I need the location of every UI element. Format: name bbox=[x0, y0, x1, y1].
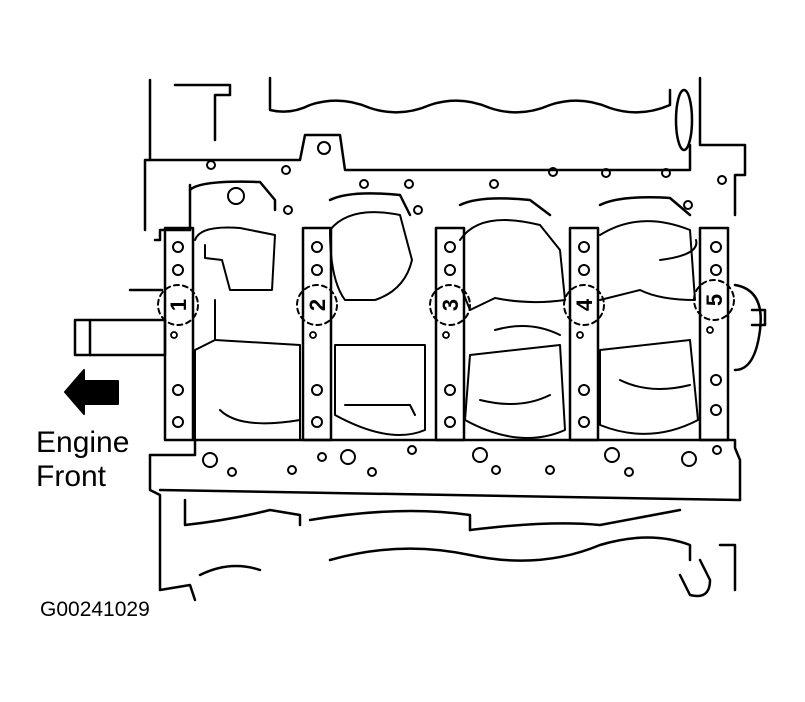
crankshaft-rear-flange bbox=[733, 283, 767, 372]
bearing-cap-3 bbox=[429, 226, 471, 442]
lower-block-outline bbox=[148, 438, 742, 602]
bearing-cap-2 bbox=[296, 226, 338, 442]
bearing-cap-5-number: 5 bbox=[702, 294, 727, 306]
bearing-cap-1 bbox=[157, 226, 199, 442]
bearing-cap-3-number: 3 bbox=[438, 299, 463, 311]
lower-bolt-holes bbox=[202, 445, 722, 477]
upper-block-outline bbox=[128, 76, 747, 292]
bearing-cap-4-number: 4 bbox=[572, 298, 597, 311]
bearing-cap-1-number: 1 bbox=[166, 299, 191, 311]
engine-front-label: Engine Front bbox=[36, 426, 129, 494]
bearing-cap-4 bbox=[563, 226, 605, 442]
crankshaft-front-snout bbox=[73, 318, 167, 357]
upper-bolt-holes bbox=[206, 141, 727, 215]
crankshaft-throws bbox=[194, 211, 699, 441]
left-arrow-icon bbox=[64, 369, 119, 415]
engine-front-label-line2: Front bbox=[36, 460, 107, 493]
bearing-cap-5 bbox=[693, 226, 735, 442]
figure-id: G00241029 bbox=[40, 598, 150, 621]
bearing-cap-2-number: 2 bbox=[305, 299, 330, 311]
engine-front-label-line1: Engine bbox=[36, 426, 130, 459]
